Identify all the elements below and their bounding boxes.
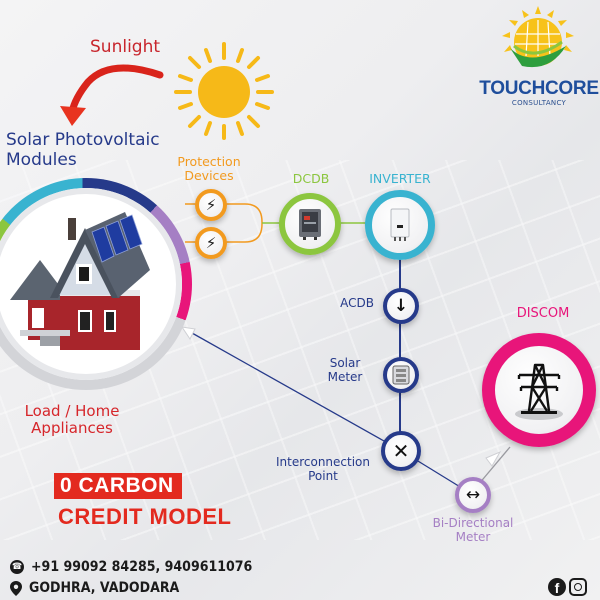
load-label-line1: Load / Home [24, 402, 120, 420]
dcdb-box-icon [299, 209, 321, 240]
touchcore-logo: TOUCHCORE CONSULTANCY [478, 6, 600, 110]
load-label-line2: Appliances [31, 419, 113, 438]
lightning-icon: ⚡︎ [205, 196, 217, 214]
arrow-down-icon: ↓ [393, 296, 409, 316]
facebook-icon[interactable]: f [548, 578, 566, 596]
transmission-tower-icon [515, 363, 563, 420]
bidirectional-meter-label-line2: Meter [455, 529, 491, 544]
solar-meter-node[interactable] [383, 357, 419, 393]
discom-label: DISCOM [516, 306, 570, 321]
title-line2: CREDIT MODEL [58, 504, 232, 529]
phone-numbers[interactable]: +91 99092 84285, 9409611076 [31, 559, 253, 575]
double-arrow-icon: ↔ [465, 485, 481, 505]
location-row: GODHRA, VADODARA [10, 580, 179, 596]
location-text: GODHRA, VADODARA [29, 580, 180, 596]
protection-label-line2: Devices [184, 168, 234, 184]
acdb-node[interactable]: ↓ [383, 288, 419, 324]
solar-meter-label: Solar Meter [322, 356, 368, 385]
logo-sun-icon [502, 6, 574, 68]
dcdb-label: DCDB [292, 171, 330, 186]
interconnection-label-line2: Point [308, 468, 338, 483]
brand-tagline: CONSULTANCY [511, 99, 567, 107]
phone-icon: ☎ [10, 560, 24, 574]
bidirectional-meter-label-line1: Bi-Directional [432, 516, 514, 530]
interconnection-label: Interconnection Point [268, 455, 378, 484]
protection-label: Protection Devices [166, 154, 252, 184]
phone-row: ☎ +91 99092 84285, 9409611076 [10, 559, 252, 575]
interconnection-label-line1: Interconnection [275, 455, 371, 469]
solar-modules-label: Solar Photovoltaic Modules [6, 130, 160, 170]
acdb-label: ACDB [340, 296, 374, 310]
title-line1: 0 CARBON [54, 473, 182, 499]
protection-device-2[interactable]: ⚡︎ [195, 227, 227, 259]
bidirectional-meter-node[interactable]: ↔ [455, 477, 491, 513]
inverter-node[interactable] [365, 190, 435, 260]
bidirectional-meter-label: Bi-Directional Meter [415, 516, 531, 545]
interconnection-node[interactable]: ✕ [381, 431, 421, 471]
sunlight-label: Sunlight [90, 37, 161, 57]
instagram-icon[interactable] [569, 578, 587, 596]
load-label: Load / Home Appliances [12, 402, 132, 438]
solar-meter-label-line1: Solar [329, 356, 361, 370]
inverter-label: INVERTER [369, 171, 431, 186]
brand-name: TOUCHCORE [479, 78, 599, 99]
dcdb-node[interactable] [279, 193, 341, 255]
solar-meter-label-line2: Meter [327, 369, 363, 384]
location-pin-icon [10, 580, 22, 596]
meter-icon [392, 365, 410, 385]
inverter-icon [390, 208, 410, 241]
protection-device-1[interactable]: ⚡︎ [195, 189, 227, 221]
protection-label-line1: Protection [177, 154, 241, 169]
discom-node[interactable] [482, 333, 596, 447]
lightning-icon: ⚡︎ [205, 234, 217, 252]
house-icon [10, 212, 150, 350]
sun-icon [174, 42, 274, 140]
cross-icon: ✕ [392, 439, 410, 463]
instagram-lens [574, 583, 582, 591]
